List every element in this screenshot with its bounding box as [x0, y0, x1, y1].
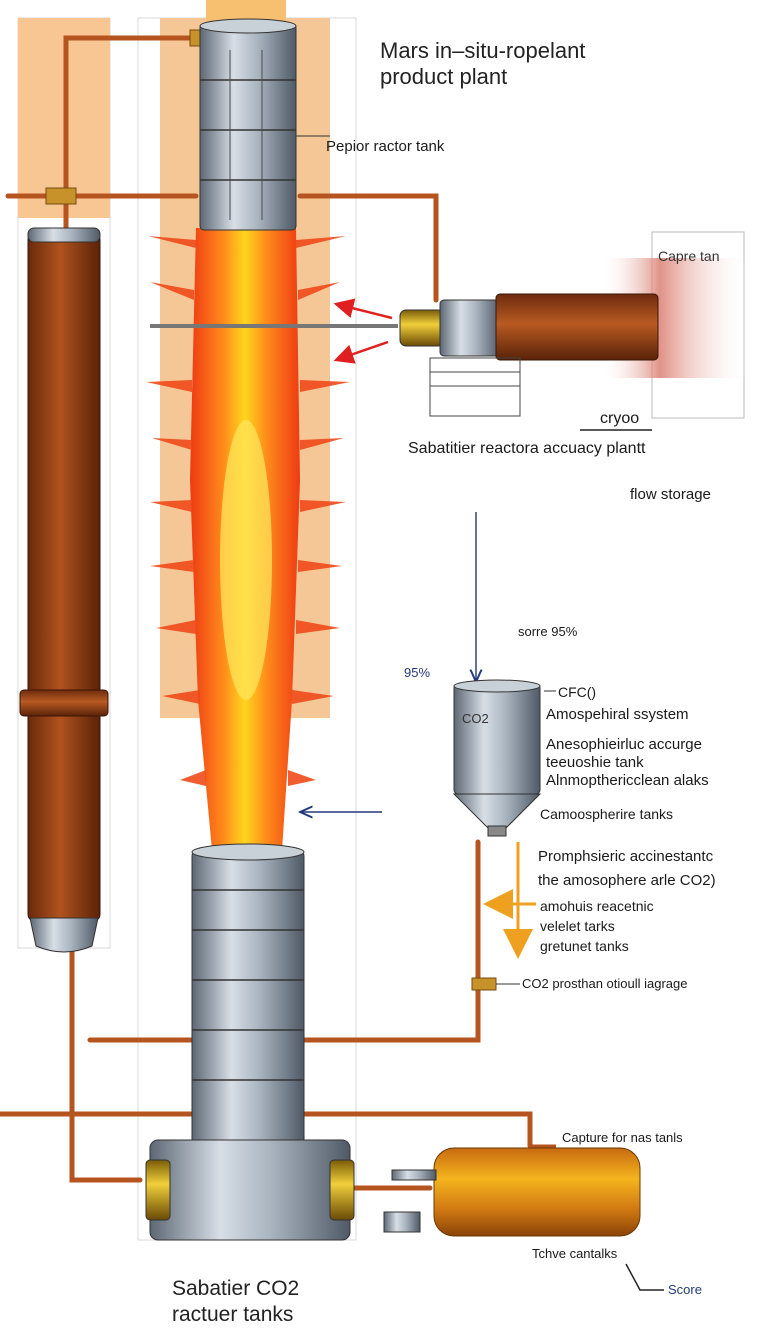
label-atmospheric-system: Amospehiral ssystem — [546, 706, 689, 723]
title-line-2: product plant — [380, 64, 508, 90]
label-amohuis: amohuis reacetnic — [540, 898, 654, 914]
label-anesthophie-line-1: Anesophieirluc accurge — [546, 736, 702, 753]
reactor-flame — [146, 228, 350, 850]
bottom-title-line-2: ractuer tanks — [172, 1303, 294, 1327]
label-flow-storage: flow storage — [630, 486, 711, 503]
co2-hopper-tank — [452, 679, 542, 837]
label-co2-storage: CO2 prosthan otioull iagrage — [522, 976, 688, 991]
label-co2-tank: CO2 — [462, 711, 489, 726]
score-leader — [625, 1263, 664, 1291]
label-cfc: CFC() — [558, 684, 597, 700]
label-grettunet: gretunet tanks — [540, 938, 629, 954]
bottom-reactor-column — [145, 843, 355, 1241]
label-tchve: Tchve cantalks — [532, 1246, 618, 1261]
bottom-title-line-1: Sabatier CO2 — [172, 1277, 300, 1300]
label-pct-95: 95% — [404, 665, 431, 680]
title-line-1: Mars in–situ-ropelant — [380, 38, 586, 63]
top-reactor-column — [199, 18, 297, 231]
gold-storage-tank — [383, 1147, 641, 1237]
top-glow — [206, 0, 286, 22]
label-cryoo: cryoo — [600, 410, 640, 427]
label-promphseric: Promphsieric accinestantc — [538, 848, 714, 865]
label-sabatier-plant: Sabatitier reactora accuacy plantt — [408, 440, 646, 457]
label-velet: velelet tarks — [540, 918, 615, 934]
left-regolith-column — [19, 227, 109, 953]
red-arrow-1 — [333, 298, 393, 320]
bottom-title: Sabatier CO2 ractuer tanks — [172, 1276, 299, 1329]
label-capture-tank: Capre tan — [658, 248, 720, 264]
label-reactor-tank: Pepior ractor tank — [326, 138, 445, 155]
label-score: Score — [668, 1282, 702, 1297]
red-arrow-2 — [333, 340, 389, 364]
label-capture-gas: Capture for nas tanls — [562, 1130, 683, 1145]
label-atmosphere-co2: the amosophere arle CO2) — [538, 872, 716, 889]
label-atmospheric-leak: Alnmopthericclean alaks — [546, 772, 709, 789]
label-score-95: sorre 95% — [518, 624, 578, 639]
label-atmosphere-tanks: Camoospherire tanks — [540, 806, 674, 822]
capture-pipe — [399, 293, 659, 417]
label-anesthophie-line-2: teeuoshie tank — [546, 754, 644, 771]
page-title: Mars in–situ-ropelant product plant — [380, 38, 585, 91]
